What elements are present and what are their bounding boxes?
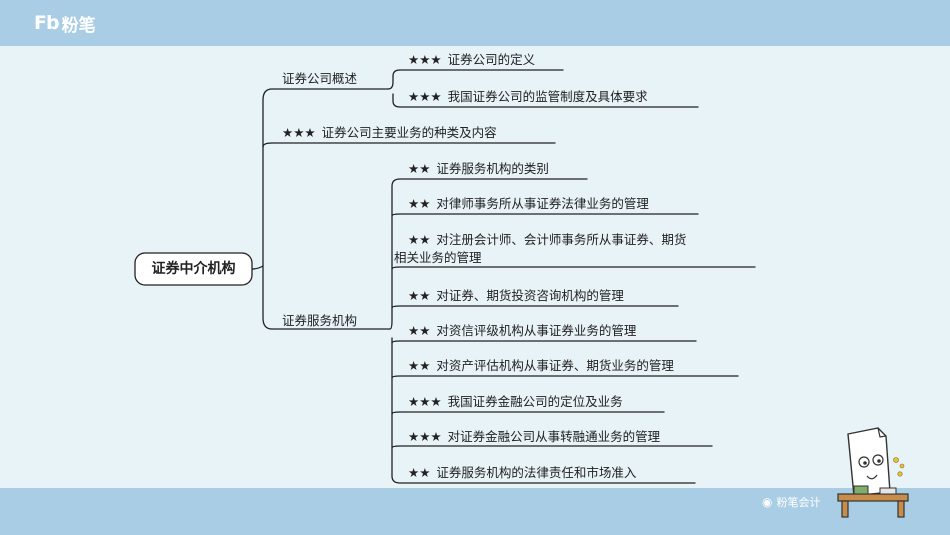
trunk-to-branch-2 (262, 142, 273, 148)
leaf-node: ★★ 证券服务机构的法律责任和市场准入 (408, 464, 636, 481)
leaf-label: 对律师事务所从事证券法律业务的管理 (436, 196, 649, 211)
leaf-label-continued: 相关业务的管理 (394, 250, 482, 265)
leaf-node: ★★★ 我国证券金融公司的定位及业务 (408, 393, 623, 410)
leaf-node: ★★★ 对证券金融公司从事转融通业务的管理 (408, 428, 660, 445)
leaf-label: 证券服务机构的法律责任和市场准入 (436, 465, 637, 480)
leaf-label: 证券服务机构的类别 (436, 161, 549, 176)
main-trunk (262, 88, 273, 330)
logo-text: 粉笔 (61, 15, 96, 36)
watermark: ◉ 粉笔会计 (762, 494, 820, 510)
leaf-label: 对资信评级机构从事证券业务的管理 (436, 323, 637, 338)
stars-rating: ★★ (408, 465, 431, 480)
leaf-label: 我国证券金融公司的定位及业务 (447, 394, 623, 409)
leaf-label: 对资产评估机构从事证券、期货业务的管理 (436, 358, 674, 373)
stars-rating: ★★ (408, 196, 431, 211)
leaf-node: ★★ 对律师事务所从事证券法律业务的管理 (408, 195, 649, 212)
watermark-text: 粉笔会计 (776, 496, 821, 509)
logo-mark: Fb (34, 12, 60, 34)
bottom-bar (0, 488, 950, 535)
leaf-label: 证券公司的定义 (447, 52, 536, 67)
stars-rating: ★★★ (282, 125, 316, 140)
weibo-icon: ◉ (762, 495, 773, 509)
branch-label-overview: 证券公司概述 (282, 71, 358, 86)
leaf-node: ★★ 对证券、期货投资咨询机构的管理 (408, 287, 624, 304)
leaf-label: 对注册会计师、会计师事务所从事证券、期货 (436, 232, 687, 247)
mascot-illustration (837, 427, 909, 518)
stars-rating: ★★ (408, 288, 431, 303)
root-node: 证券中介机构 (151, 261, 236, 277)
stars-rating: ★★★ (408, 89, 442, 104)
leaf-label: 对证券、期货投资咨询机构的管理 (436, 288, 624, 303)
stars-rating: ★★ (408, 232, 431, 247)
branch-3-subtrunk (389, 178, 401, 484)
leaf-node: ★★ 对注册会计师、会计师事务所从事证券、期货 (408, 231, 686, 248)
stars-rating: ★★ (408, 358, 431, 373)
top-bar: Fb 粉笔 (0, 0, 950, 46)
leaf-node: ★★★ 我国证券公司的监管制度及具体要求 (408, 88, 648, 105)
branch-label-main-business: ★★★ 证券公司主要业务的种类及内容 (282, 124, 497, 141)
leaf-label: 对证券金融公司从事转融通业务的管理 (447, 429, 661, 444)
stars-rating: ★★★ (408, 52, 442, 67)
branch-label-service-institutions: 证券服务机构 (282, 313, 358, 328)
stars-rating: ★★★ (408, 429, 442, 444)
root-box-shape (134, 252, 253, 286)
branch-label: 证券公司主要业务的种类及内容 (321, 125, 497, 140)
fenbi-logo: Fb 粉笔 (34, 12, 96, 36)
root-connector (251, 265, 264, 270)
leaf-label: 我国证券公司的监管制度及具体要求 (447, 89, 648, 104)
stars-rating: ★★★ (408, 394, 442, 409)
stars-rating: ★★ (408, 323, 431, 338)
branch-1-subtrunk (387, 69, 401, 108)
stars-rating: ★★ (408, 161, 431, 176)
leaf-node: ★★★ 证券公司的定义 (408, 51, 535, 68)
leaf-node: ★★ 证券服务机构的类别 (408, 160, 549, 177)
leaf-node: ★★ 对资信评级机构从事证券业务的管理 (408, 322, 636, 339)
leaf-node: ★★ 对资产评估机构从事证券、期货业务的管理 (408, 357, 674, 374)
